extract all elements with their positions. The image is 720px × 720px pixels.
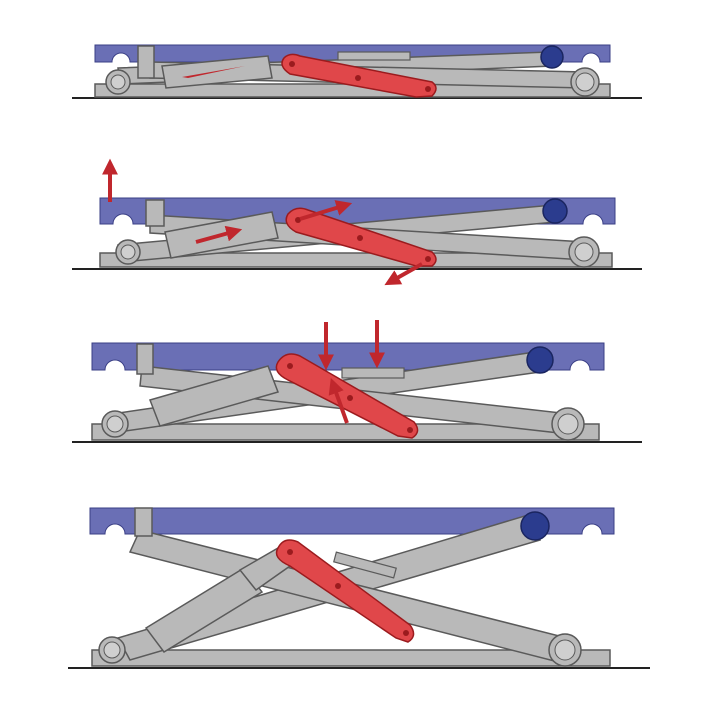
lever-up-arrow [299,200,353,221]
slide-rail [333,551,397,579]
cylinder-indicator [182,66,245,78]
base-plate [91,423,600,441]
slide-rail [341,367,405,379]
red-lever [275,353,419,439]
slide-rail [337,51,411,61]
base-plate [91,649,611,667]
stage-partial-lift [72,320,642,443]
platform [89,507,615,535]
hydraulic-cylinder [144,567,264,653]
piston-push-arrow [195,225,243,244]
lever-down-arrow [384,262,423,286]
top-roller [540,45,564,69]
top-bracket [134,507,153,537]
top-roller [542,198,568,224]
red-lever [275,539,415,643]
stage-lifting-start [72,158,642,286]
top-bracket [137,45,155,79]
hydraulic-cylinder [149,365,279,427]
top-bracket [136,343,154,375]
stage-extended [68,507,650,669]
top-roller [526,346,554,374]
top-roller [520,511,550,541]
push-up-arrow [328,377,349,424]
hydraulic-cylinder [161,55,273,89]
top-bracket [145,199,165,227]
base-plate [99,252,613,268]
stage-collapsed [72,44,642,99]
